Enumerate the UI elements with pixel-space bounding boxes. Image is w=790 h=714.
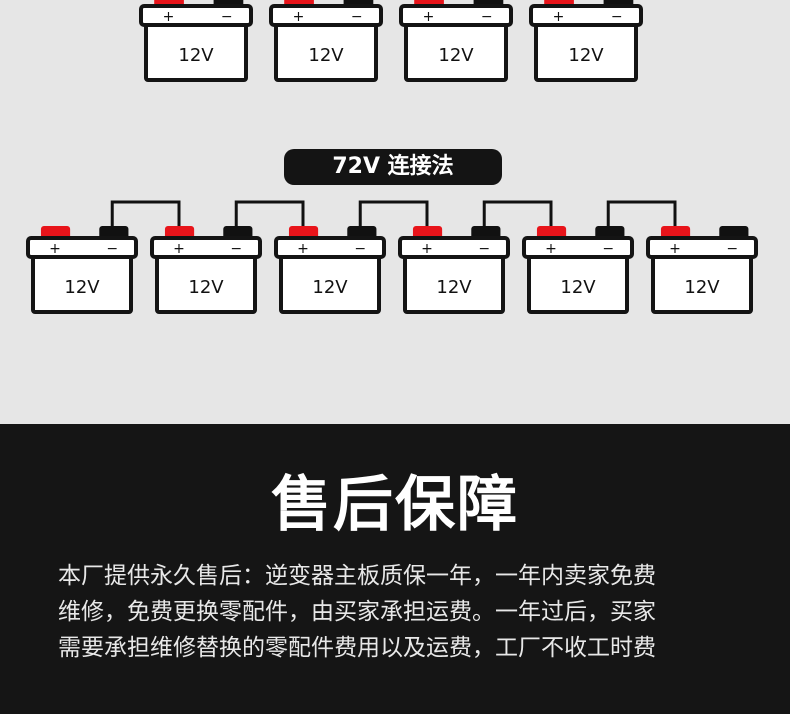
minus-sign: − — [602, 241, 614, 257]
battery-lid — [269, 4, 383, 27]
battery-voltage-label: 12V — [438, 45, 474, 66]
series-wire — [606, 200, 677, 226]
series-wire — [482, 200, 553, 226]
battery: + − 12V — [274, 226, 386, 314]
plus-sign: + — [545, 241, 557, 257]
minus-sign: − — [726, 241, 738, 257]
battery-voltage-label: 12V — [312, 277, 348, 298]
plus-sign: + — [293, 9, 305, 25]
battery: + − 12V — [646, 226, 758, 314]
battery-lid — [399, 4, 513, 27]
battery: + − 12V — [398, 226, 510, 314]
battery-voltage-label: 12V — [684, 277, 720, 298]
battery: + − 12V — [399, 0, 513, 82]
battery-voltage-label: 12V — [178, 45, 214, 66]
battery: + − 12V — [269, 0, 383, 82]
minus-sign: − — [354, 241, 366, 257]
series-wire — [234, 200, 305, 226]
minus-sign: − — [611, 9, 623, 25]
battery-voltage-label: 12V — [436, 277, 472, 298]
minus-sign: − — [481, 9, 493, 25]
battery: + − 12V — [150, 226, 262, 314]
battery-lid — [398, 236, 510, 259]
battery-lid — [522, 236, 634, 259]
plus-sign: + — [173, 241, 185, 257]
battery: + − 12V — [522, 226, 634, 314]
minus-sign: − — [221, 9, 233, 25]
after-sales-heading: 售后保障 — [271, 470, 519, 540]
plus-sign: + — [297, 241, 309, 257]
minus-sign: − — [230, 241, 242, 257]
battery-diagram: + − 12V + − 12V + − 12V + − 12V + − 12V + − 12V + − 12V + − 12V… — [26, 0, 758, 314]
series-wire — [110, 200, 181, 226]
plus-sign: + — [553, 9, 565, 25]
plus-sign: + — [423, 9, 435, 25]
wiring-diagram-section: + − 12V + − 12V + − 12V + − 12V + − 12V + − 12V + − 12V + − 12V… — [0, 0, 790, 424]
minus-sign: − — [351, 9, 363, 25]
battery: + − 12V — [139, 0, 253, 82]
battery-voltage-label: 12V — [568, 45, 604, 66]
battery-lid — [150, 236, 262, 259]
minus-sign: − — [106, 241, 118, 257]
battery-voltage-label: 12V — [560, 277, 596, 298]
battery-lid — [274, 236, 386, 259]
after-sales-description: 本厂提供永久售后：逆变器主板质保一年，一年内卖家免费 维修，免费更换零配件，由买… — [58, 558, 738, 666]
battery-lid — [646, 236, 758, 259]
battery-voltage-label: 12V — [64, 277, 100, 298]
section-72v-title: 72V 连接法 — [284, 149, 502, 185]
plus-sign: + — [669, 241, 681, 257]
battery-voltage-label: 12V — [308, 45, 344, 66]
battery-lid — [139, 4, 253, 27]
battery: + − 12V — [529, 0, 643, 82]
minus-sign: − — [478, 241, 490, 257]
plus-sign: + — [49, 241, 61, 257]
after-sales-line: 本厂提供永久售后：逆变器主板质保一年，一年内卖家免费 — [58, 563, 656, 589]
after-sales-section — [0, 424, 790, 714]
plus-sign: + — [421, 241, 433, 257]
plus-sign: + — [163, 9, 175, 25]
series-wire — [358, 200, 429, 226]
after-sales-line: 需要承担维修替换的零配件费用以及运费，工厂不收工时费 — [58, 635, 656, 661]
battery-voltage-label: 12V — [188, 277, 224, 298]
battery: + − 12V — [26, 226, 138, 314]
after-sales-line: 维修，免费更换零配件，由买家承担运费。一年过后，买家 — [58, 599, 656, 625]
battery-lid — [529, 4, 643, 27]
battery-lid — [26, 236, 138, 259]
